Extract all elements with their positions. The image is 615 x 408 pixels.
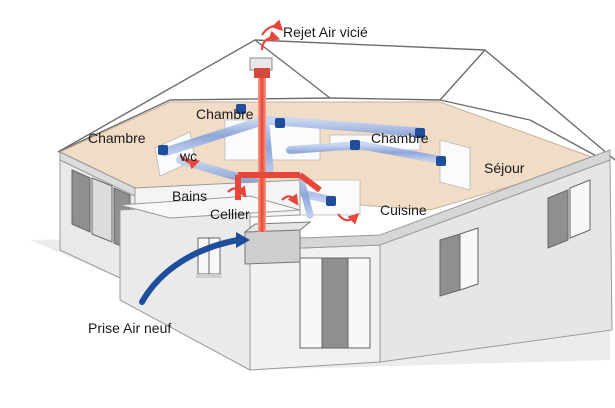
label-prise-air-neuf: Prise Air neuf (88, 320, 172, 336)
vmc-unit (243, 221, 312, 265)
roof-outline (57, 39, 615, 161)
label-cellier: Cellier (210, 206, 250, 222)
label-sejour: Séjour (484, 160, 525, 176)
label-wc: wc (180, 148, 198, 164)
label-bains: Bains (172, 188, 208, 204)
exhaust-arrows (179, 19, 360, 225)
label-rejet-air-vicie: Rejet Air vicié (283, 24, 368, 40)
label-chambre-center: Chambre (196, 106, 254, 122)
duct-outlets (158, 104, 446, 206)
label-chambre-left: Chambre (88, 130, 146, 146)
main-body-windows (299, 179, 591, 349)
label-cuisine: Cuisine (380, 202, 427, 218)
label-chambre-right: Chambre (371, 130, 429, 146)
fresh-air-arrow (139, 232, 250, 305)
